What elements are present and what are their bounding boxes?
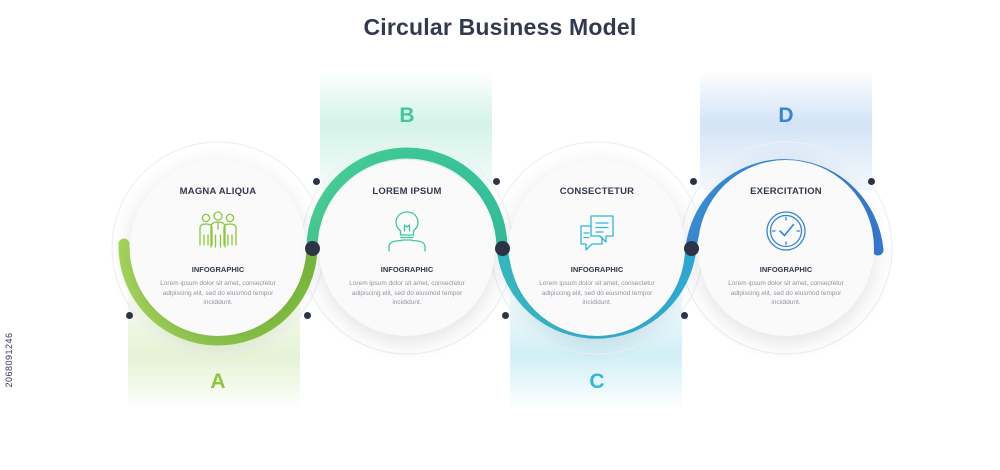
marker-dot — [502, 312, 509, 319]
marker-dot — [313, 178, 320, 185]
stock-id-label: 2068091246 — [4, 332, 14, 388]
step-body-a: Lorem ipsum dolor sit amet, consectetur … — [160, 280, 276, 306]
step-card-d: EXERCITATION INFOGRAPHIC Lorem ipsum dol… — [698, 160, 874, 336]
arc-b — [306, 147, 508, 249]
step-title-a: MAGNA ALIQUA — [179, 186, 257, 197]
step-card-c: CONSECTETUR Infographic Lorem ipsum dolo… — [509, 160, 685, 336]
marker-dot — [681, 312, 688, 319]
step-body-b: Lorem ipsum dolor sit amet, consectetur … — [349, 280, 465, 306]
step-subtitle-a: INFOGRAPHIC — [191, 265, 245, 274]
step-letter-b: B — [399, 104, 415, 127]
arc-joint-cd — [684, 241, 699, 256]
marker-dot — [868, 178, 875, 185]
step-letter-a: A — [210, 370, 226, 393]
diagram-title: Circular Business Model — [363, 14, 637, 40]
marker-dot — [690, 178, 697, 185]
step-letter-d: D — [778, 104, 794, 127]
step-title-c: CONSECTETUR — [559, 186, 635, 197]
person-lightbulb-icon — [388, 211, 426, 252]
step-card-b: LOREM IPSUM Infographic Lorem ipsum dolo… — [319, 160, 495, 336]
step-title-b: LOREM IPSUM — [372, 186, 442, 197]
step-card-a: MAGNA ALIQUA INFOGRAPHIC Lorem ipsum dol… — [130, 160, 306, 336]
step-subtitle-d: INFOGRAPHIC — [759, 265, 813, 274]
marker-dot — [304, 312, 311, 319]
marker-dot — [126, 312, 133, 319]
step-subtitle-b: Infographic — [380, 265, 434, 274]
arc-joint-ab — [305, 241, 320, 256]
clock-icon — [766, 211, 806, 251]
step-subtitle-c: Infographic — [570, 265, 624, 274]
arc-joint-bc — [495, 241, 510, 256]
chat-bubbles-icon — [580, 215, 614, 251]
people-group-icon — [199, 211, 237, 248]
marker-dot — [493, 178, 500, 185]
step-title-d: EXERCITATION — [750, 186, 822, 197]
step-letter-c: C — [589, 370, 605, 393]
step-body-c: Lorem ipsum dolor sit amet, consectetur … — [539, 280, 655, 306]
arc-a — [118, 238, 318, 346]
step-body-d: Lorem ipsum dolor sit amet, consectetur … — [728, 280, 844, 306]
